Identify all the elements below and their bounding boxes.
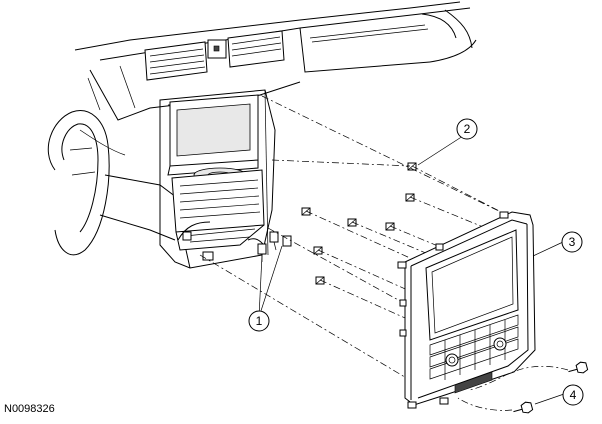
center-bezel-panel [397, 211, 536, 409]
retaining-clips [301, 162, 417, 285]
callout-3-label: 3 [569, 235, 576, 249]
figure-id: N0098326 [4, 403, 55, 415]
screws [457, 361, 589, 414]
center-air-vents [144, 30, 285, 81]
callout-1: 1 [248, 310, 270, 332]
leader-lines [258, 135, 565, 405]
callout-4-label: 4 [570, 388, 577, 402]
callout-2-label: 2 [464, 122, 471, 136]
wiring-connectors [257, 231, 292, 262]
dashboard-outline [74, 1, 477, 156]
callout-2: 2 [456, 118, 478, 140]
radio-display-unit [167, 94, 267, 269]
callout-3: 3 [561, 231, 583, 253]
callout-4: 4 [562, 384, 584, 406]
callout-1-label: 1 [256, 314, 263, 328]
